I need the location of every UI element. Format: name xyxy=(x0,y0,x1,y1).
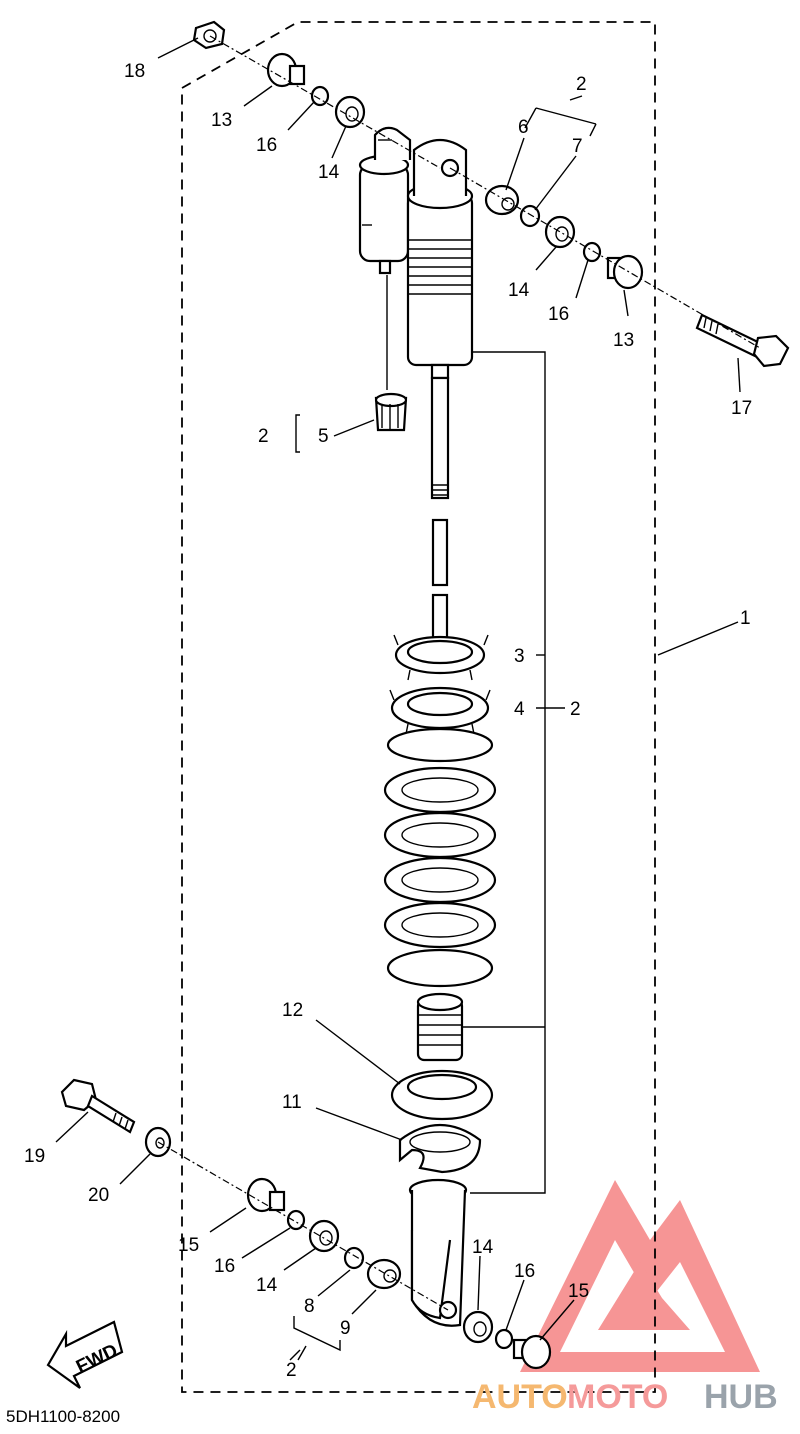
callout-15: 15 xyxy=(568,1281,589,1302)
callout-2: 2 xyxy=(576,74,587,95)
lower-clevis xyxy=(408,1178,468,1327)
shock-body xyxy=(406,138,474,500)
assembly-boundary xyxy=(181,21,656,1393)
watermark-hub: HUB xyxy=(704,1378,778,1416)
lower-collar-left xyxy=(246,1177,286,1213)
lower-seal-left xyxy=(308,1219,340,1253)
callout-7: 7 xyxy=(572,136,583,157)
spring-adjuster-nut xyxy=(393,634,489,681)
upper-oring-right xyxy=(582,241,602,263)
automotohub-logo-icon xyxy=(520,1180,760,1372)
spring-seat xyxy=(390,1069,494,1121)
lower-seal-right xyxy=(462,1310,494,1344)
upper-bolt-nut xyxy=(192,20,226,50)
callout-20: 20 xyxy=(88,1185,109,1206)
callout-2: 2 xyxy=(286,1360,297,1381)
callout-18: 18 xyxy=(124,61,145,82)
piston-rod xyxy=(431,518,449,647)
callout-11: 11 xyxy=(282,1092,302,1113)
lower-axis xyxy=(157,1141,449,1311)
callout-16: 16 xyxy=(256,135,277,156)
upper-bolt xyxy=(695,313,790,368)
lower-bearing xyxy=(366,1258,402,1290)
callout-labels: 18 13 16 14 2 6 7 14 16 13 17 2 5 1 3 4 … xyxy=(24,61,752,1381)
callout-14: 14 xyxy=(508,280,530,301)
callout-4: 4 xyxy=(514,699,525,720)
upper-collar-left xyxy=(266,52,306,88)
spring-lock-nut xyxy=(389,686,491,735)
fwd-arrow-icon: FWD xyxy=(46,1320,124,1389)
upper-bearing xyxy=(484,184,520,216)
upper-seal-left xyxy=(334,95,366,129)
callout-3: 3 xyxy=(514,646,525,667)
callout-9: 9 xyxy=(340,1318,351,1339)
watermark-auto: AUTO xyxy=(472,1378,568,1416)
lower-oring-right xyxy=(494,1328,514,1350)
upper-axis-left xyxy=(209,35,441,169)
spring-retainer xyxy=(398,1123,482,1174)
bump-stop xyxy=(416,992,464,1062)
callout-8: 8 xyxy=(304,1296,315,1317)
lower-circlip xyxy=(343,1246,365,1270)
callout-15: 15 xyxy=(178,1235,199,1256)
callout-5: 5 xyxy=(318,426,329,447)
callout-16: 16 xyxy=(214,1256,235,1277)
lower-oring-left xyxy=(286,1209,306,1231)
lower-collar-right xyxy=(512,1334,552,1370)
callout-2: 2 xyxy=(258,426,269,447)
callout-13: 13 xyxy=(211,110,232,131)
callout-6: 6 xyxy=(518,117,529,138)
callout-16: 16 xyxy=(514,1261,535,1282)
callout-19: 19 xyxy=(24,1146,45,1167)
callout-16: 16 xyxy=(548,304,569,325)
diagram-code: 5DH1100-8200 xyxy=(6,1407,120,1426)
callout-17: 17 xyxy=(731,398,752,419)
upper-oring-left xyxy=(310,85,330,107)
callout-12: 12 xyxy=(282,1000,303,1021)
callout-13: 13 xyxy=(613,330,634,351)
adjuster-knob xyxy=(374,392,408,432)
automotohub-watermark: AUTO MOTO HUB xyxy=(472,1378,778,1416)
callout-2: 2 xyxy=(570,699,581,720)
callout-14: 14 xyxy=(472,1237,494,1258)
upper-collar-right xyxy=(606,254,644,290)
watermark-moto: MOTO xyxy=(567,1378,668,1416)
upper-seal-right xyxy=(544,215,576,249)
shock-reservoir xyxy=(358,126,412,390)
assembly-bracket xyxy=(462,351,739,1194)
callout-14: 14 xyxy=(256,1275,278,1296)
leader-lines xyxy=(55,37,741,1361)
callout-14: 14 xyxy=(318,162,340,183)
lower-bolt xyxy=(60,1078,136,1134)
coil-spring xyxy=(383,727,497,988)
upper-circlip xyxy=(519,204,541,228)
callout-1: 1 xyxy=(740,608,751,629)
